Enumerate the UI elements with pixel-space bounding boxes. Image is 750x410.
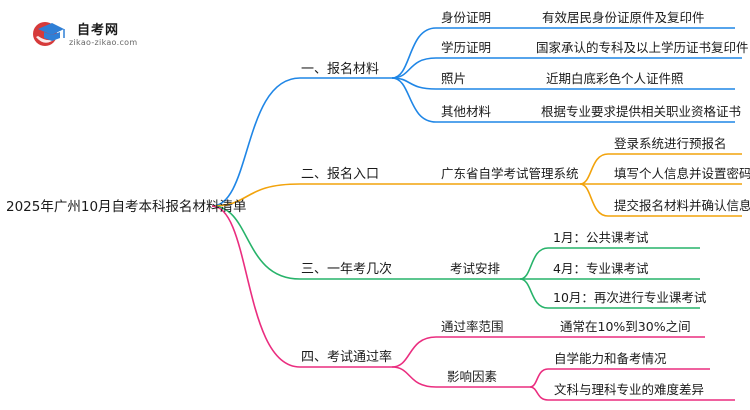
branch-entry: 二、报名入口 — [301, 166, 379, 182]
leaf-schedule-jan: 1月：公共课考试 — [553, 230, 649, 245]
edge-materials-2 — [391, 77, 735, 90]
edge-frequency-leaf-0 — [519, 247, 700, 280]
node-exam-system: 广东省自学考试管理系统 — [441, 166, 579, 181]
edge-materials-0 — [391, 27, 735, 79]
leaf-id-proof: 有效居民身份证原件及复印件 — [542, 10, 705, 25]
leaf-schedule-oct: 10月：再次进行专业课考试 — [553, 290, 707, 305]
leaf-entry-2: 填写个人信息并设置密码 — [614, 166, 750, 181]
leaf-photo: 近期白底彩色个人证件照 — [546, 71, 684, 86]
edge-frequency-leaf-2 — [519, 278, 700, 309]
logo-title: 自考网 — [77, 23, 120, 38]
logo-url: zikao-zikao.com — [69, 38, 138, 47]
leaf-pass-range: 通常在10%到30%之间 — [560, 319, 691, 334]
node-exam-schedule: 考试安排 — [450, 261, 501, 276]
node-other-materials: 其他材料 — [441, 104, 492, 119]
branch-frequency: 三、一年考几次 — [301, 261, 392, 277]
edge-root-frequency — [211, 205, 392, 280]
edge-entry-leaf-2 — [579, 183, 742, 217]
node-degree-proof: 学历证明 — [441, 40, 491, 55]
leaf-other-materials: 根据专业要求提供相关职业资格证书 — [541, 104, 741, 119]
leaf-entry-3: 提交报名材料并确认信息 — [614, 198, 750, 213]
edge-factor-leaf-0 — [529, 368, 710, 388]
edge-root-materials — [211, 77, 392, 207]
leaf-schedule-apr: 4月：专业课考试 — [553, 261, 649, 276]
leaf-entry-1: 登录系统进行预报名 — [614, 136, 727, 151]
leaf-degree-proof: 国家承认的专科及以上学历证书复印件 — [536, 40, 749, 55]
edge-materials-3 — [391, 77, 735, 123]
edge-root-pass-rate — [211, 205, 392, 368]
branch-pass-rate: 四、考试通过率 — [301, 349, 392, 365]
node-pass-range: 通过率范围 — [441, 319, 504, 334]
leaf-factor-1: 自学能力和备考情况 — [554, 351, 667, 366]
node-id-proof: 身份证明 — [441, 10, 491, 25]
connector-lines — [211, 27, 742, 401]
graduation-cap-icon — [33, 22, 65, 46]
site-logo[interactable]: 自考网 zikao-zikao.com — [30, 18, 150, 52]
edge-materials-1 — [391, 57, 742, 79]
edge-factor-leaf-1 — [529, 386, 735, 401]
edge-factors — [391, 366, 530, 388]
node-photo: 照片 — [441, 71, 466, 86]
edge-entry-leaf-0 — [579, 153, 742, 185]
edge-pass-range — [391, 336, 530, 368]
node-factors: 影响因素 — [447, 369, 497, 384]
root-node: 2025年广州10月自考本科报名材料清单 — [6, 199, 247, 215]
branch-materials: 一、报名材料 — [301, 61, 379, 77]
edge-root-entry — [211, 183, 392, 207]
leaf-factor-2: 文科与理科专业的难度差异 — [554, 382, 704, 397]
